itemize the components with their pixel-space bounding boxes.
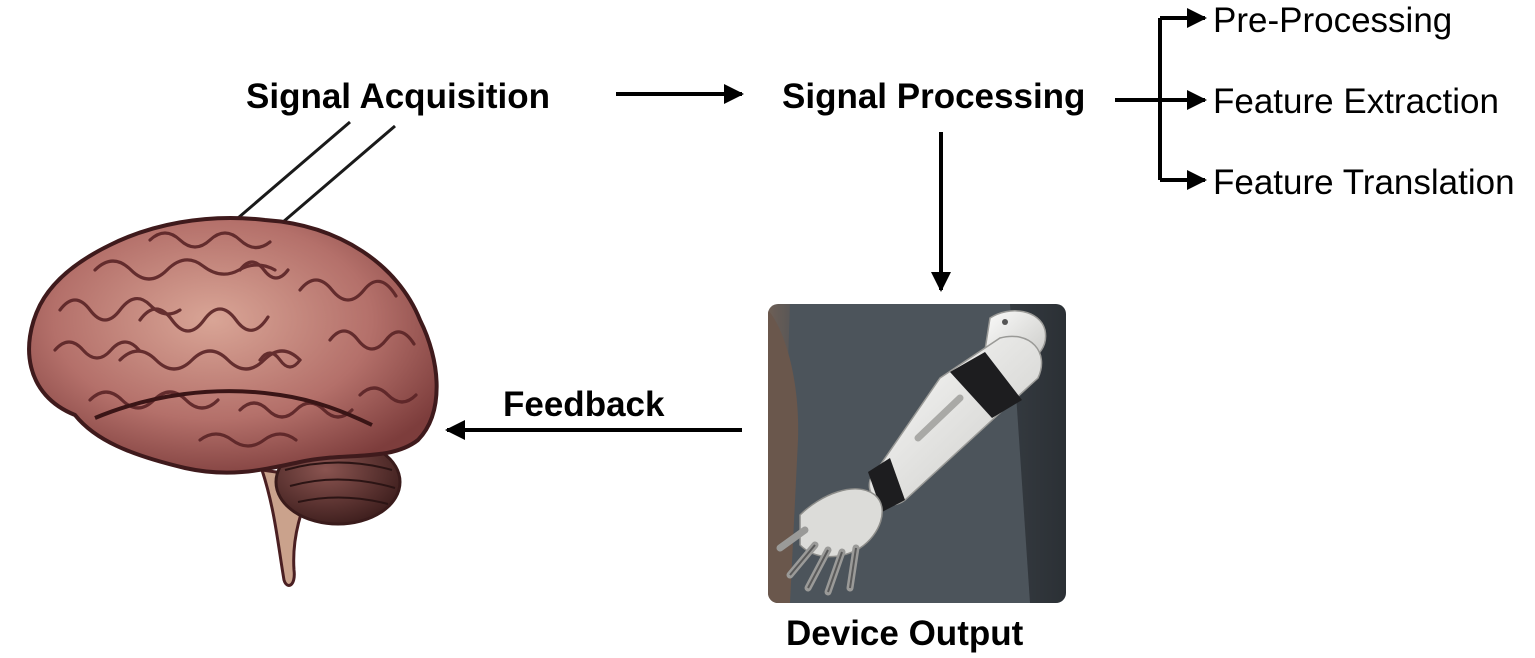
signal-acquisition-label: Signal Acquisition (246, 77, 550, 116)
step-feature-translation: Feature Translation (1213, 163, 1515, 202)
step-pre-processing: Pre-Processing (1213, 1, 1453, 40)
device-output-photo (768, 304, 1066, 603)
signal-processing-label: Signal Processing (782, 77, 1086, 116)
arrows (445, 8, 1207, 440)
device-output-label: Device Output (786, 614, 1024, 653)
step-feature-extraction: Feature Extraction (1213, 82, 1499, 121)
brain-illustration (27, 120, 439, 587)
feedback-label: Feedback (503, 385, 665, 424)
